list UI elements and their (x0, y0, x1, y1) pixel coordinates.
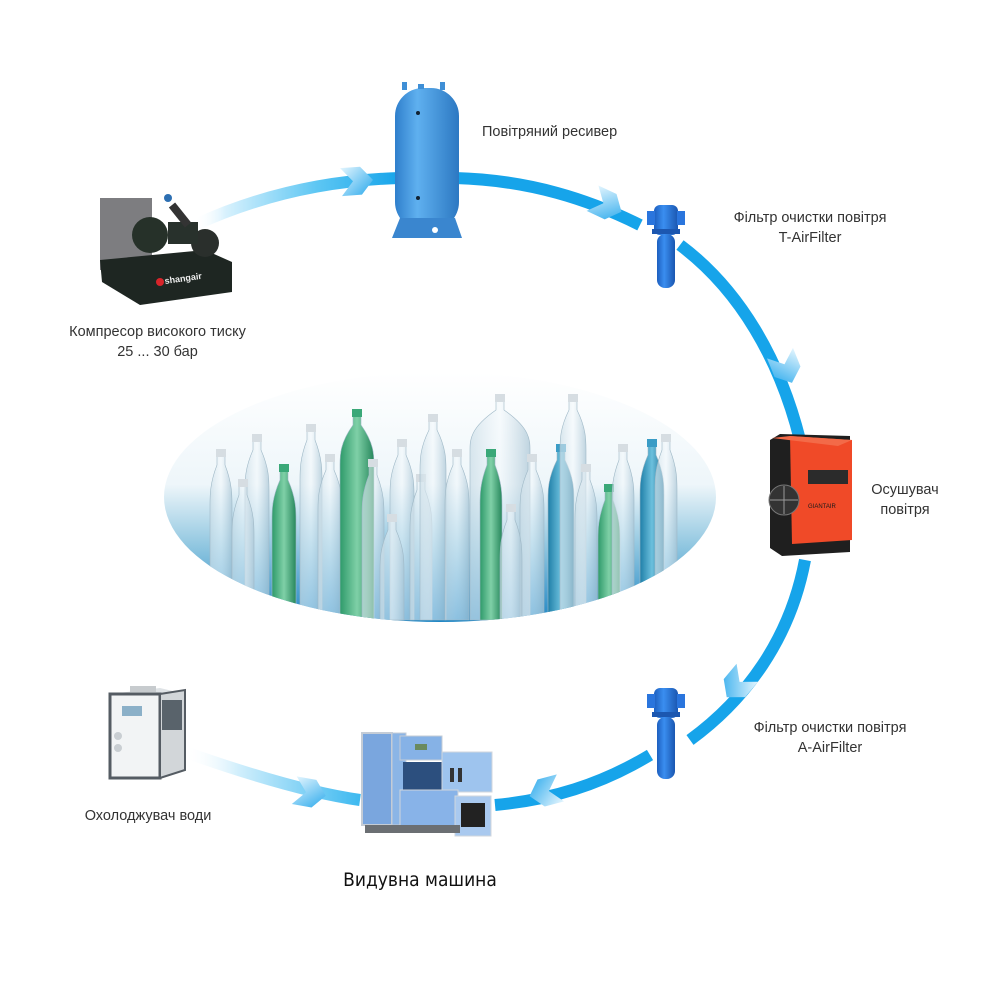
bottle-neck (661, 434, 671, 442)
flow-line-compressor-to-receiver (189, 172, 406, 231)
blow-machine-label: Видувна машина (320, 870, 520, 890)
bottle-shape (611, 449, 635, 621)
flow-arrow-icon (529, 774, 565, 807)
bottle-shape (271, 469, 297, 621)
bottle-shape (379, 519, 405, 621)
bottle-neck (604, 484, 614, 492)
chiller-label: Охолоджувач води (68, 806, 228, 826)
bottle-neck (506, 504, 516, 512)
a-filter-label-line-1: Фільтр очистки повітря (753, 720, 907, 736)
bottle-neck (495, 394, 505, 402)
receiver-label: Повітряний ресивер (482, 122, 617, 142)
bottle-neck (325, 454, 335, 462)
bottle-shape (654, 439, 678, 621)
flow-arrow-icon (291, 776, 326, 808)
bottle-shape (519, 459, 545, 621)
dryer-label: Осушувач повітря (860, 480, 950, 520)
dryer-label-line-1: Осушувач (871, 482, 939, 498)
dryer-brand-label: GIANTAIR (808, 504, 837, 510)
chiller-label-line: Охолоджувач води (84, 808, 212, 824)
compressor-label-line-2: 25 ... 30 бар (117, 344, 198, 360)
bottle-shape (479, 454, 503, 621)
receiver-label-line: Повітряний ресивер (482, 124, 618, 140)
bottle-neck (647, 439, 657, 447)
t-filter-label: Фільтр очистки повітря T-AirFilter (715, 208, 905, 248)
t-filter-label-line-2: T-AirFilter (778, 230, 842, 246)
bottle-shape (444, 454, 470, 621)
bottle-neck (252, 434, 262, 442)
bottle-neck (452, 449, 462, 457)
bottle-neck (428, 414, 438, 422)
a-filter-label-line-2: A-AirFilter (797, 740, 863, 756)
air-receiver-tank-icon[interactable] (392, 82, 462, 238)
compressor-label-line-1: Компресор високого тиску (69, 324, 246, 340)
flow-arrow-icon (767, 347, 801, 383)
bottle-neck (581, 464, 591, 472)
bottle-neck (279, 464, 289, 472)
air-filter-icon[interactable] (647, 205, 685, 288)
flow-line-chiller-to-machine (182, 746, 361, 806)
blow-molding-machine-icon[interactable] (361, 732, 493, 837)
bottle-neck (306, 424, 316, 432)
air-filter-icon[interactable] (647, 688, 685, 779)
bottle-shape (231, 484, 255, 621)
bottle-neck (368, 459, 378, 467)
bottle-neck (568, 394, 578, 402)
flow-line-afilter-to-machine (494, 749, 654, 811)
flow-arrow-icon (340, 166, 373, 197)
bottle-shape (209, 454, 233, 621)
water-chiller-icon[interactable] (108, 686, 186, 780)
air-dryer-icon[interactable]: GIANTAIR (768, 434, 852, 556)
bottle-neck (216, 449, 226, 457)
flow-line-receiver-to-tfilter (454, 172, 643, 231)
dryer-label-line-2: повітря (880, 502, 930, 518)
bottle-shape (317, 459, 343, 621)
t-filter-label-line-1: Фільтр очистки повітря (733, 210, 887, 226)
bottle-neck (486, 449, 496, 457)
flow-arrow-icon (723, 663, 759, 698)
bottle-neck (238, 479, 248, 487)
compressor-label: Компресор високого тиску 25 ... 30 бар (55, 322, 260, 362)
pet-bottles-image (164, 372, 716, 622)
air-compressor-icon[interactable]: shangair (100, 194, 232, 305)
bottle-neck (618, 444, 628, 452)
a-filter-label: Фільтр очистки повітря A-AirFilter (730, 718, 930, 758)
flow-arrow-icon (586, 185, 622, 220)
bottle-neck (387, 514, 397, 522)
flow-line-tfilter-to-dryer (676, 240, 806, 442)
bottle-neck (352, 409, 362, 417)
flow-line-dryer-to-afilter (686, 558, 811, 745)
bottle-shape (574, 469, 598, 621)
bottle-neck (397, 439, 407, 447)
bottle-shape (419, 419, 447, 621)
blow-machine-label-line: Видувна машина (343, 869, 497, 891)
bottle-neck (527, 454, 537, 462)
